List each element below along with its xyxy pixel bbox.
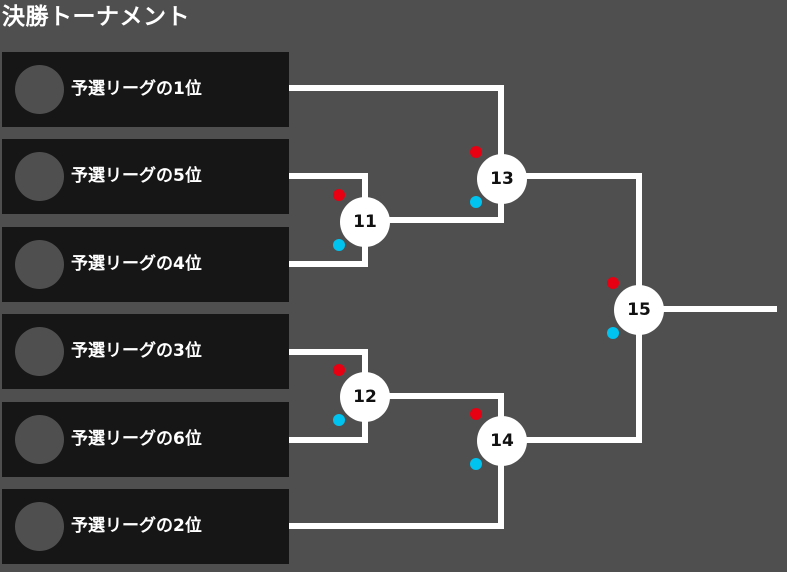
red-dot-match13 <box>470 146 482 158</box>
red-dot-match12 <box>333 364 345 376</box>
bracket-line-m13-m15 <box>498 173 642 312</box>
blue-dot-match12 <box>333 414 345 426</box>
red-dot-match11 <box>333 189 345 201</box>
red-dot-match14 <box>470 408 482 420</box>
match-node-11[interactable]: 11 <box>340 197 390 247</box>
team-label: 予選リーグの2位 <box>71 516 202 536</box>
match-node-13[interactable]: 13 <box>477 154 527 204</box>
match-node-12[interactable]: 12 <box>340 372 390 422</box>
blue-dot-match11 <box>333 239 345 251</box>
team-label: 予選リーグの3位 <box>71 341 202 361</box>
team-label: 予選リーグの1位 <box>71 79 202 99</box>
team-box-rank3: 予選リーグの3位 <box>2 314 289 389</box>
team-box-rank2: 予選リーグの2位 <box>2 489 289 564</box>
page-title: 決勝トーナメント <box>2 4 190 30</box>
team-avatar <box>15 327 64 376</box>
blue-dot-match13 <box>470 196 482 208</box>
match-node-15[interactable]: 15 <box>614 285 664 335</box>
red-dot-match15 <box>607 277 619 289</box>
team-label: 予選リーグの4位 <box>71 254 202 274</box>
team-box-rank4: 予選リーグの4位 <box>2 227 289 302</box>
team-avatar <box>15 152 64 201</box>
bracket-line-m14-m15 <box>498 306 642 443</box>
team-label: 予選リーグの5位 <box>71 166 202 186</box>
team-avatar <box>15 65 64 114</box>
team-avatar <box>15 502 64 551</box>
team-box-rank6: 予選リーグの6位 <box>2 402 289 477</box>
team-avatar <box>15 415 64 464</box>
team-label: 予選リーグの6位 <box>71 429 202 449</box>
bracket-line-team2 <box>286 435 504 529</box>
blue-dot-match14 <box>470 458 482 470</box>
team-box-rank1: 予選リーグの1位 <box>2 52 289 127</box>
team-avatar <box>15 240 64 289</box>
bracket-line-team1 <box>286 85 504 178</box>
match-node-14[interactable]: 14 <box>477 416 527 466</box>
team-box-rank5: 予選リーグの5位 <box>2 139 289 214</box>
blue-dot-match15 <box>607 327 619 339</box>
